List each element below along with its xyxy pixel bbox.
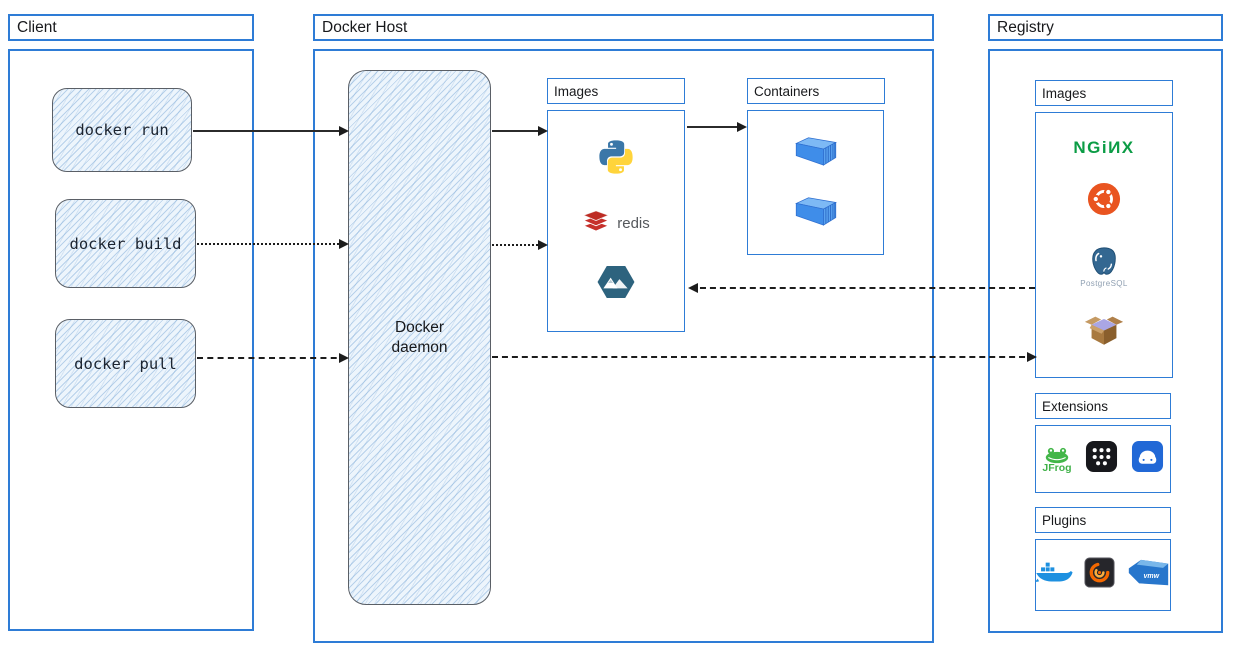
postgresql-icon: PostgreSQL: [1080, 246, 1128, 288]
arrow-docker-run-to-daemon: [193, 125, 349, 136]
extensions-panel: JFrog: [1035, 425, 1171, 493]
arrowhead-right-icon: [538, 125, 548, 136]
docker-host-title: Docker Host: [322, 18, 408, 36]
arrowhead-right-icon: [339, 352, 349, 363]
arrowhead-right-icon: [339, 125, 349, 136]
arrow-daemon-to-registry: [492, 351, 1037, 362]
jfrog-icon: JFrog: [1042, 445, 1072, 473]
client-title: Client: [17, 18, 57, 36]
extensions-title: Extensions: [1042, 398, 1109, 414]
container-icon: [793, 134, 839, 171]
redis-icon: [582, 208, 610, 238]
docker-pull-label: docker pull: [74, 354, 177, 373]
registry-images-title-bar: Images: [1035, 80, 1173, 106]
postgresql-label: PostgreSQL: [1080, 278, 1128, 288]
arrow-daemon-to-images-run: [492, 125, 548, 136]
drive-icon: [1131, 440, 1164, 478]
registry-title: Registry: [997, 18, 1054, 36]
docker-run-node: docker run: [52, 88, 192, 172]
docker-daemon-node: Docker daemon: [348, 70, 491, 605]
arrow-images-to-containers: [687, 121, 747, 132]
vmware-icon: vmw: [1126, 558, 1171, 593]
registry-images-panel: NGiИX PostgreSQL: [1035, 112, 1173, 378]
arrow-docker-pull-to-daemon: [197, 352, 349, 363]
host-images-title-bar: Images: [547, 78, 685, 104]
jfrog-label: JFrog: [1042, 462, 1072, 474]
arrowhead-right-icon: [339, 238, 349, 249]
redis-item: redis: [582, 208, 650, 238]
containers-panel: [747, 110, 884, 255]
host-images-panel: redis: [547, 110, 685, 332]
arrow-docker-build-to-daemon: [197, 238, 349, 249]
docker-daemon-label: Docker daemon: [391, 318, 448, 356]
grafana-icon: [1084, 557, 1115, 593]
apps-grid-icon: [1085, 440, 1118, 478]
plugins-panel: vmw: [1035, 539, 1171, 611]
registry-title-bar: Registry: [988, 14, 1223, 41]
plugins-title: Plugins: [1042, 512, 1087, 528]
redis-label: redis: [617, 214, 650, 232]
arrowhead-right-icon: [1027, 351, 1037, 362]
client-title-bar: Client: [8, 14, 254, 41]
extensions-title-bar: Extensions: [1035, 393, 1171, 419]
alpine-icon: [596, 265, 636, 304]
nginx-icon: NGiИX: [1073, 137, 1135, 157]
container-icon: [793, 194, 839, 231]
plugins-title-bar: Plugins: [1035, 507, 1171, 533]
docker-whale-icon: [1035, 559, 1073, 592]
docker-build-label: docker build: [69, 234, 182, 253]
arrow-daemon-to-images-build: [492, 239, 548, 250]
docker-pull-node: docker pull: [55, 319, 196, 408]
arrowhead-right-icon: [538, 239, 548, 250]
ubuntu-icon: [1087, 182, 1121, 221]
python-icon: [597, 138, 635, 181]
containers-title-bar: Containers: [747, 78, 885, 104]
arrow-registry-to-host-images: [688, 282, 1035, 293]
registry-images-title: Images: [1042, 85, 1087, 101]
host-images-title: Images: [554, 83, 599, 99]
arrowhead-right-icon: [737, 121, 747, 132]
docker-build-node: docker build: [55, 199, 196, 288]
busybox-icon: [1082, 312, 1126, 352]
vmware-label: vmw: [1144, 573, 1160, 580]
arrowhead-left-icon: [688, 282, 698, 293]
docker-host-title-bar: Docker Host: [313, 14, 934, 41]
containers-title: Containers: [754, 83, 820, 99]
docker-run-label: docker run: [75, 121, 169, 139]
